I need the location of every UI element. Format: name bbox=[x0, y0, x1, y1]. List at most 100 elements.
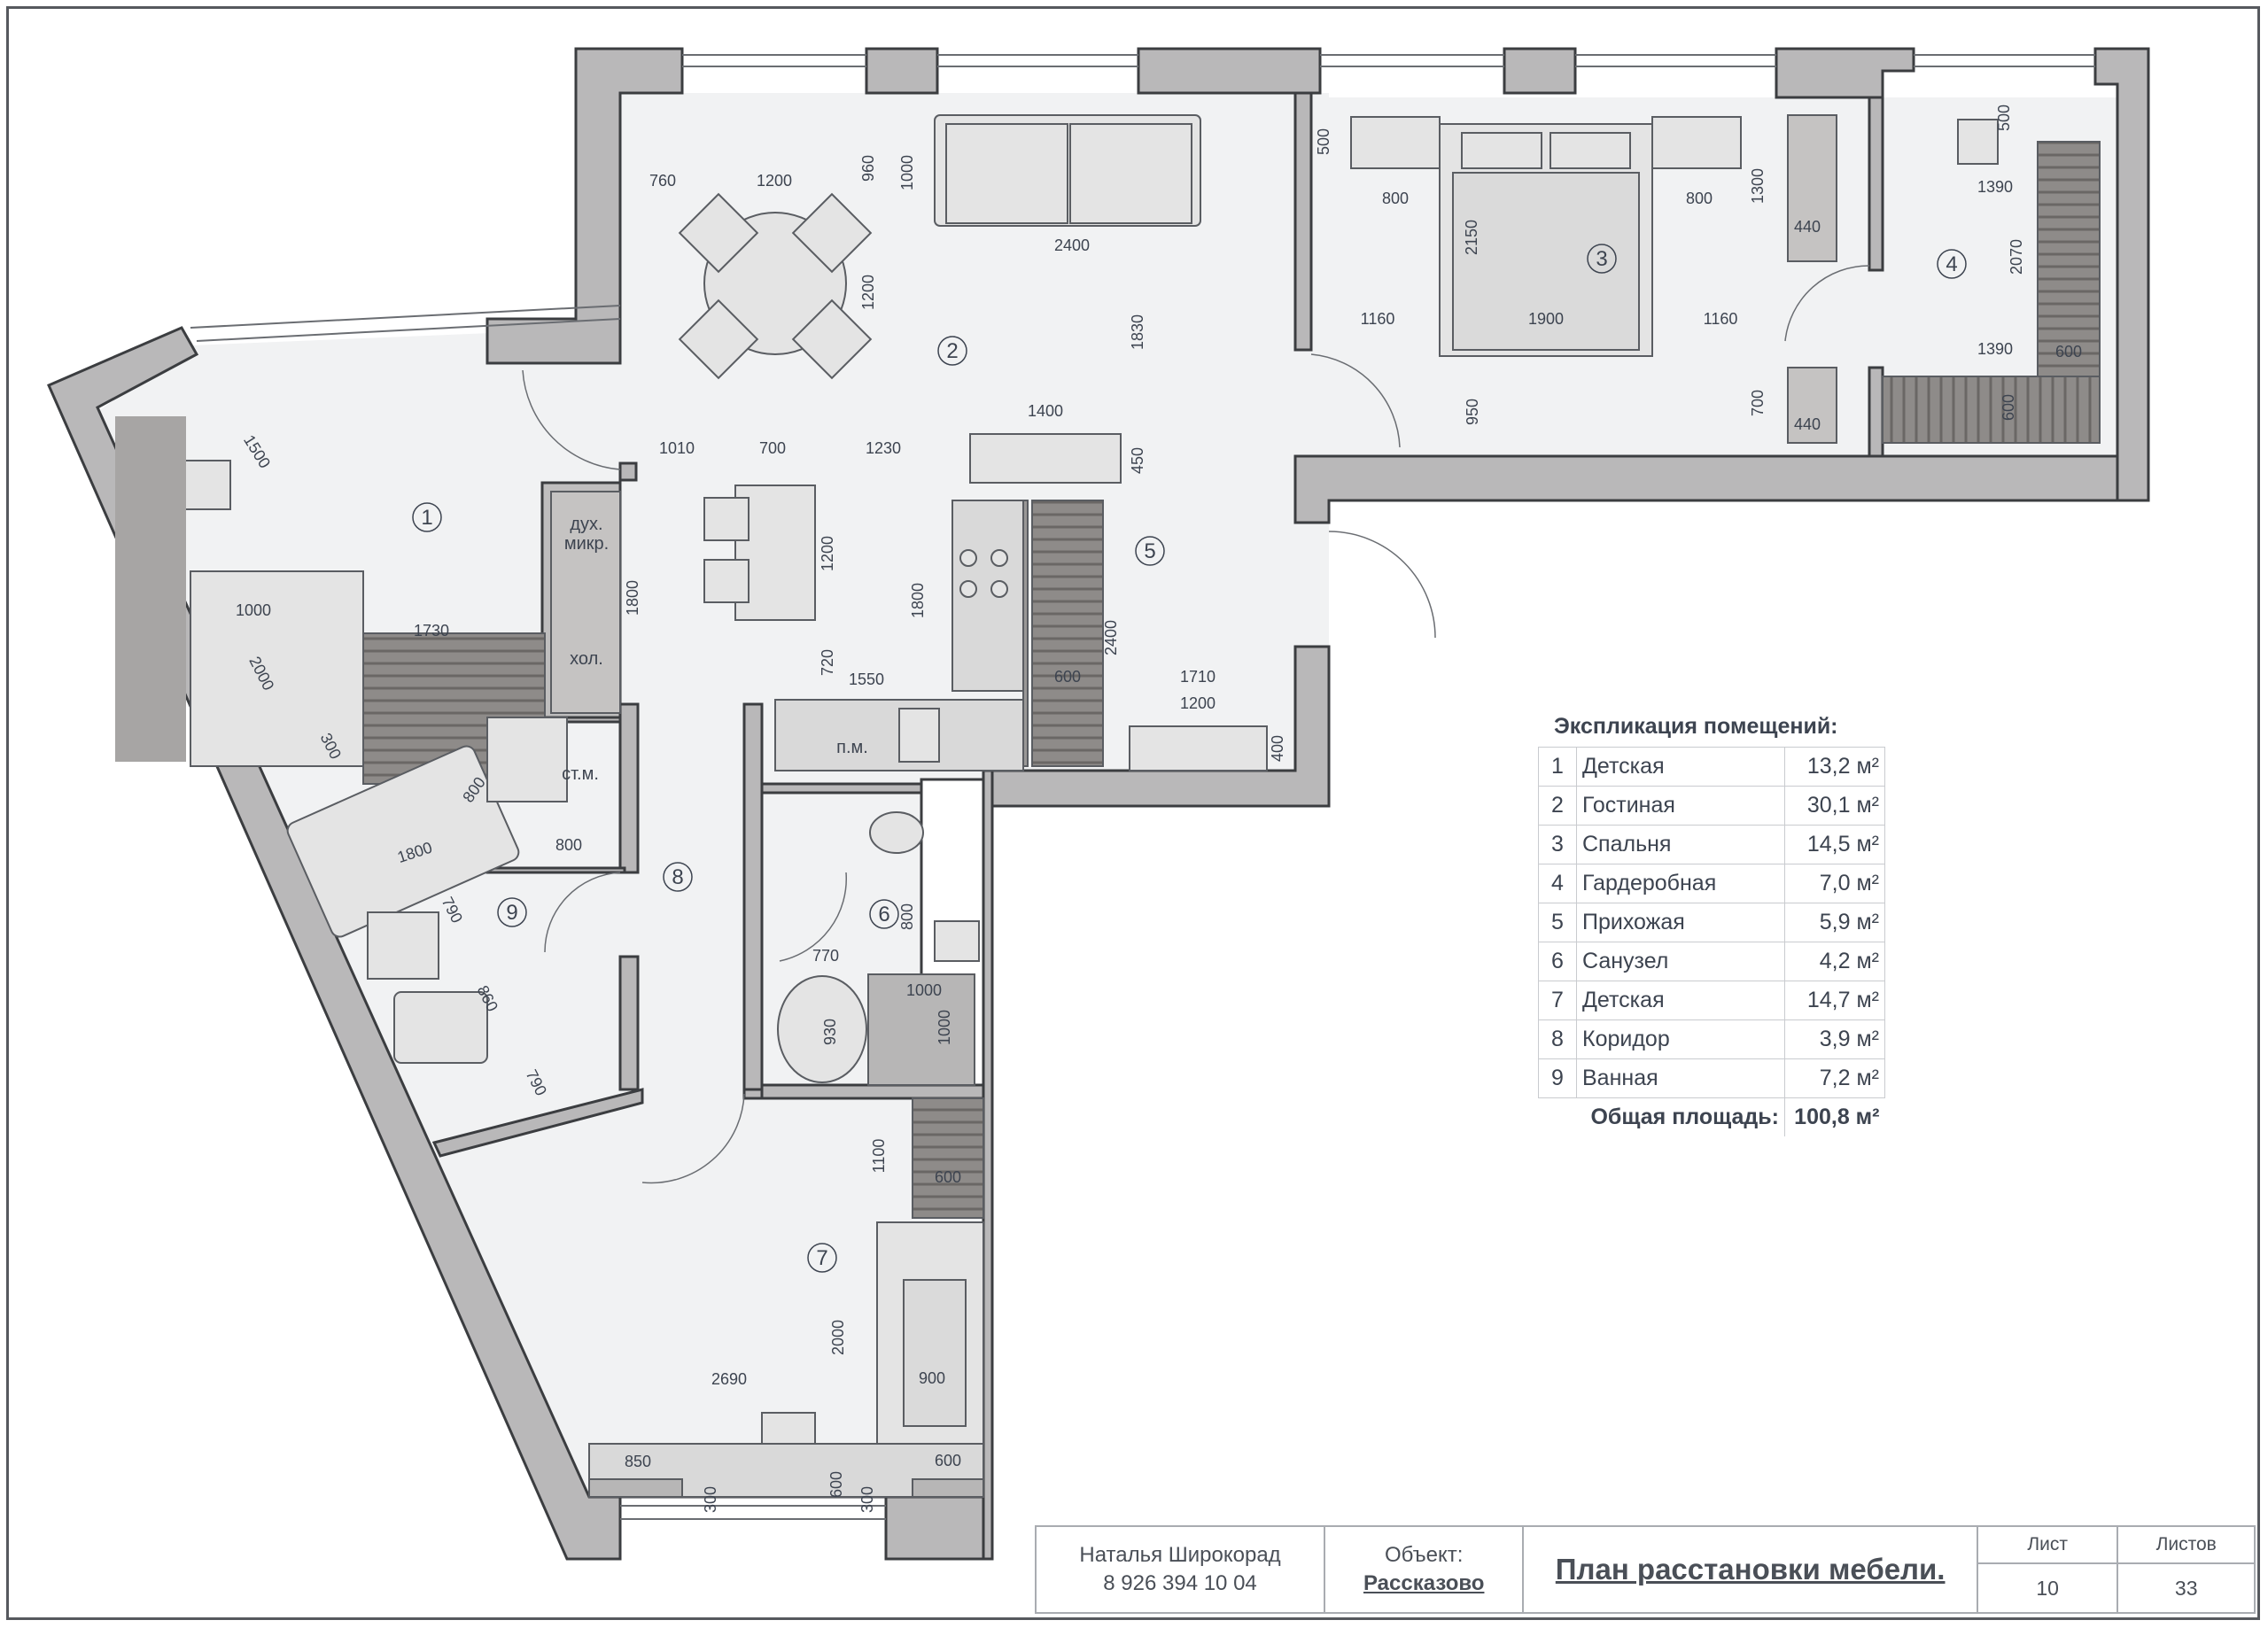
dimension-label: 700 bbox=[759, 439, 786, 457]
sheets-value: 33 bbox=[2174, 1576, 2198, 1600]
dimension-label: 1390 bbox=[1977, 178, 2013, 196]
room-number: 5 bbox=[1144, 539, 1155, 563]
dimension-label: 1550 bbox=[849, 671, 884, 688]
object-label: Объект: bbox=[1385, 1543, 1464, 1567]
legend-room-area: 4,2 м² bbox=[1784, 942, 1885, 981]
dimension-label: 720 bbox=[819, 649, 836, 676]
dimension-label: 2690 bbox=[711, 1370, 747, 1388]
room-number: 2 bbox=[946, 339, 958, 363]
dimension-label: 1830 bbox=[1129, 314, 1146, 350]
legend-room-area: 13,2 м² bbox=[1784, 747, 1885, 787]
dimension-label: 1800 bbox=[909, 583, 927, 618]
room-number: 8 bbox=[672, 865, 683, 889]
legend-room-number: 1 bbox=[1538, 747, 1577, 787]
legend-room-area: 7,2 м² bbox=[1784, 1058, 1885, 1098]
legend-room-area: 7,0 м² bbox=[1784, 864, 1885, 903]
dimension-label: 1000 bbox=[236, 601, 271, 619]
room-number: 3 bbox=[1596, 247, 1607, 271]
dimension-label: 1000 bbox=[906, 981, 942, 999]
dimension-label: 440 bbox=[1794, 415, 1821, 433]
dimension-label: 760 bbox=[649, 172, 676, 190]
dimension-label: 1400 bbox=[1028, 402, 1063, 420]
legend-room-number: 6 bbox=[1538, 942, 1577, 981]
object-cell: Объект: Рассказово bbox=[1325, 1527, 1525, 1612]
dimension-label: 1160 bbox=[1704, 310, 1738, 328]
dimension-label: 1200 bbox=[819, 536, 836, 571]
dimension-label: 960 bbox=[859, 155, 877, 182]
dimension-label: 300 bbox=[702, 1486, 719, 1513]
sheets-label: Листов bbox=[2118, 1527, 2254, 1564]
dimension-label: 1200 bbox=[1180, 694, 1216, 712]
windows bbox=[190, 54, 2095, 1520]
dimension-label: 1000 bbox=[898, 155, 916, 190]
legend-room-area: 30,1 м² bbox=[1784, 786, 1885, 826]
dimension-label: 1010 bbox=[659, 439, 695, 457]
dimension-label: 300 bbox=[858, 1486, 876, 1513]
dimension-label: 500 bbox=[1315, 128, 1332, 155]
author-name: Наталья Широкорад bbox=[1079, 1543, 1281, 1567]
dimension-label: 800 bbox=[555, 836, 582, 854]
author-phone: 8 926 394 10 04 bbox=[1103, 1571, 1257, 1595]
floor-area bbox=[97, 93, 2117, 1497]
legend-total-row: Общая площадь: 100,8 м² bbox=[1538, 1097, 1885, 1136]
appliance-labels: дух. микр. хол. п.м. ст.м. bbox=[562, 515, 868, 784]
legend-room-name: Спальня bbox=[1576, 825, 1785, 864]
dimension-label: 600 bbox=[2055, 343, 2082, 360]
legend-room-number: 5 bbox=[1538, 903, 1577, 942]
legend-room-name: Санузел bbox=[1576, 942, 1785, 981]
dimension-label: 930 bbox=[821, 1019, 839, 1045]
dishwasher-label: п.м. bbox=[836, 738, 868, 757]
dimension-label: 1200 bbox=[757, 172, 792, 190]
legend-room-number: 4 bbox=[1538, 864, 1577, 903]
object-value: Рассказово bbox=[1363, 1571, 1485, 1595]
room-number: 4 bbox=[1946, 252, 1957, 276]
sheet-title: План расстановки мебели. bbox=[1524, 1527, 1978, 1612]
room-number: 6 bbox=[878, 903, 889, 926]
dimension-label: 600 bbox=[2000, 394, 2017, 421]
dimension-label: 600 bbox=[935, 1168, 961, 1186]
dimension-label: 1300 bbox=[1749, 168, 1767, 204]
legend-room-number: 2 bbox=[1538, 786, 1577, 826]
washer-label: ст.м. bbox=[562, 764, 599, 784]
dimension-label: 600 bbox=[827, 1471, 845, 1498]
oven-label: дух. bbox=[570, 515, 602, 534]
dimension-label: 700 bbox=[1749, 390, 1767, 416]
furniture bbox=[115, 114, 2101, 1498]
dimension-label: 1200 bbox=[859, 275, 877, 310]
dimension-label: 2400 bbox=[1102, 620, 1120, 655]
room-number: 1 bbox=[421, 506, 432, 530]
dimension-label: 900 bbox=[919, 1369, 945, 1387]
page-frame bbox=[6, 6, 2260, 1620]
dimension-label: 850 bbox=[625, 1453, 651, 1470]
legend-room-name: Коридор bbox=[1576, 1019, 1785, 1059]
legend-total-label: Общая площадь: bbox=[1538, 1097, 1785, 1136]
dimension-label: 800 bbox=[1686, 190, 1713, 207]
dimension-label: 2400 bbox=[1054, 236, 1090, 254]
microwave-label: микр. bbox=[564, 534, 609, 554]
legend-room-number: 3 bbox=[1538, 825, 1577, 864]
dimension-label: 1160 bbox=[1361, 310, 1395, 328]
legend-room-number: 7 bbox=[1538, 981, 1577, 1020]
fridge-label: хол. bbox=[570, 649, 603, 669]
legend-room-name: Ванная bbox=[1576, 1058, 1785, 1098]
legend-room-name: Гостиная bbox=[1576, 786, 1785, 826]
dimension-label: 600 bbox=[935, 1452, 961, 1469]
dimension-label: 500 bbox=[1995, 105, 2013, 131]
dimension-label: 950 bbox=[1464, 399, 1481, 425]
legend-room-name: Гардеробная bbox=[1576, 864, 1785, 903]
dimension-label: 600 bbox=[1054, 668, 1081, 686]
dimension-label: 400 bbox=[1269, 735, 1286, 762]
dimension-label: 450 bbox=[1129, 447, 1146, 474]
legend-room-number: 8 bbox=[1538, 1019, 1577, 1059]
legend-room-area: 14,5 м² bbox=[1784, 825, 1885, 864]
